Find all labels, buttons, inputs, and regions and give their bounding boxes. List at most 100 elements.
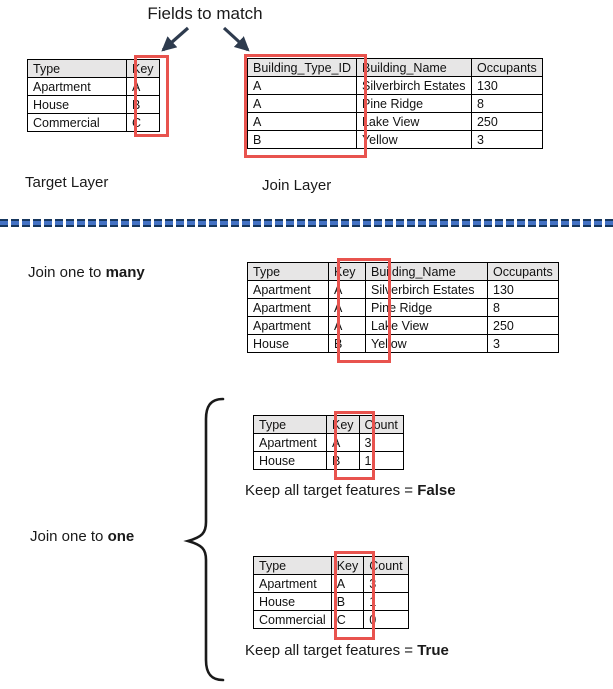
column-header: Type — [253, 415, 327, 434]
table-cell: A — [247, 112, 357, 131]
column-header: Key — [126, 59, 160, 78]
table-cell: House — [253, 451, 327, 470]
table-cell: Pine Ridge — [365, 298, 488, 317]
table-cell: 3 — [487, 334, 559, 353]
table-cell: A — [326, 433, 360, 452]
column-header: Building_Name — [365, 262, 488, 281]
keep-true-label: Keep all target features = True — [245, 641, 449, 661]
table-cell: Apartment — [247, 280, 329, 299]
join-one-to-one-bold: one — [107, 528, 135, 545]
table-cell: 8 — [470, 94, 543, 113]
table-cell: Silverbirch Estates — [365, 280, 488, 299]
table-cell: A — [328, 316, 366, 335]
table-cell: B — [328, 334, 366, 353]
table-cell: Yellow — [355, 130, 472, 149]
table-cell: Apartment — [27, 77, 127, 96]
target-layer-label: Target Layer — [25, 174, 109, 191]
table-cell: Commercial — [27, 113, 127, 132]
table-cell: A — [328, 280, 366, 299]
table-cell: B — [330, 592, 365, 611]
column-header: Type — [253, 556, 332, 575]
table-cell: A — [247, 94, 357, 113]
table-cell: 3 — [363, 574, 409, 593]
table-cell: 1 — [358, 451, 404, 470]
table-cell: 250 — [487, 316, 559, 335]
column-header: Occupants — [487, 262, 559, 281]
curly-brace-icon — [183, 397, 225, 682]
table-cell: 130 — [470, 76, 543, 95]
table-cell: 3 — [358, 433, 404, 452]
table-cell: Pine Ridge — [355, 94, 472, 113]
column-header: Key — [328, 262, 366, 281]
table-cell: C — [126, 113, 160, 132]
table-cell: Lake View — [355, 112, 472, 131]
join-one-to-many-prefix: Join one to — [28, 264, 106, 281]
column-header: Building_Type_ID — [247, 58, 357, 77]
column-header: Count — [358, 415, 404, 434]
table-cell: Silverbirch Estates — [355, 76, 472, 95]
down-right-arrow-icon — [222, 26, 250, 52]
table-cell: Lake View — [365, 316, 488, 335]
table-cell: Apartment — [247, 316, 329, 335]
keep-true-bold: True — [417, 642, 449, 659]
join-one-to-one-prefix: Join one to — [30, 528, 108, 545]
table-cell: C — [330, 610, 365, 629]
table-cell: 0 — [363, 610, 409, 629]
column-header: Count — [363, 556, 409, 575]
table-cell: A — [330, 574, 365, 593]
table-cell: Yellow — [365, 334, 488, 353]
table-cell: 1 — [363, 592, 409, 611]
table-cell: A — [126, 77, 160, 96]
join-one-to-one-label: Join one to one — [30, 527, 134, 547]
table-cell: A — [328, 298, 366, 317]
column-header: Key — [330, 556, 365, 575]
table-cell: 250 — [470, 112, 543, 131]
table-cell: House — [27, 95, 127, 114]
keep-false-bold: False — [417, 482, 456, 499]
table-cell: 8 — [487, 298, 559, 317]
fields-to-match-arrows-icon — [161, 26, 250, 52]
table-cell: Apartment — [247, 298, 329, 317]
table-cell: 130 — [487, 280, 559, 299]
column-header: Type — [247, 262, 329, 281]
table-cell: House — [253, 592, 332, 611]
table-cell: 3 — [470, 130, 543, 149]
table-cell: House — [247, 334, 329, 353]
table-cell: B — [326, 451, 360, 470]
join-one-to-many-label: Join one to many — [28, 263, 145, 283]
table-cell: Apartment — [253, 433, 327, 452]
join-layer-label: Join Layer — [262, 177, 332, 194]
down-left-arrow-icon — [161, 26, 190, 52]
column-header: Building_Name — [355, 58, 472, 77]
keep-true-prefix: Keep all target features = — [245, 642, 418, 659]
fields-to-match-label: Fields to match — [147, 4, 263, 23]
column-header: Key — [326, 415, 360, 434]
